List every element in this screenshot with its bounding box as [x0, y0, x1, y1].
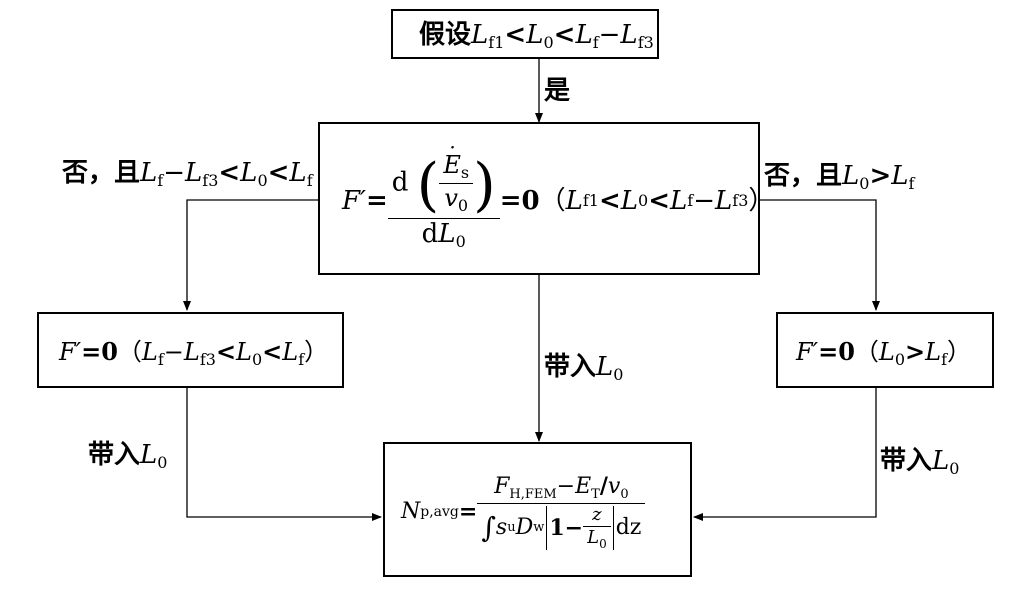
arrow-right-to-bottom	[693, 388, 877, 521]
substitute-label-right: 带入L0	[880, 446, 960, 478]
right-condition-box: F′=0（L0>Lf）	[776, 312, 994, 388]
left-branch-label: 否，且Lf−Lf3<L0<Lf	[62, 158, 313, 190]
assumption-box: 假设Lf1<L0<Lf−Lf3	[391, 9, 659, 59]
left-condition-box: F′=0（Lf−Lf3<L0<Lf）	[37, 312, 344, 388]
arrow-left-to-bottom	[186, 388, 382, 521]
substitute-label-middle: 带入L0	[544, 352, 624, 384]
left-condition-equation: F′=0（Lf−Lf3<L0<Lf）	[59, 337, 329, 369]
arrow-middle-to-right	[760, 199, 880, 311]
substitute-label-left: 带入L0	[88, 440, 168, 472]
yes-label: 是	[544, 76, 571, 106]
assumption-text: 假设Lf1<L0<Lf−Lf3	[419, 20, 654, 52]
right-condition-equation: F′=0（L0>Lf）	[796, 337, 972, 369]
derivative-fraction: d ( E·s v0 ) dL0	[387, 137, 500, 250]
arrow-middle-to-left	[183, 199, 318, 311]
right-branch-label: 否，且L0>Lf	[764, 161, 915, 193]
